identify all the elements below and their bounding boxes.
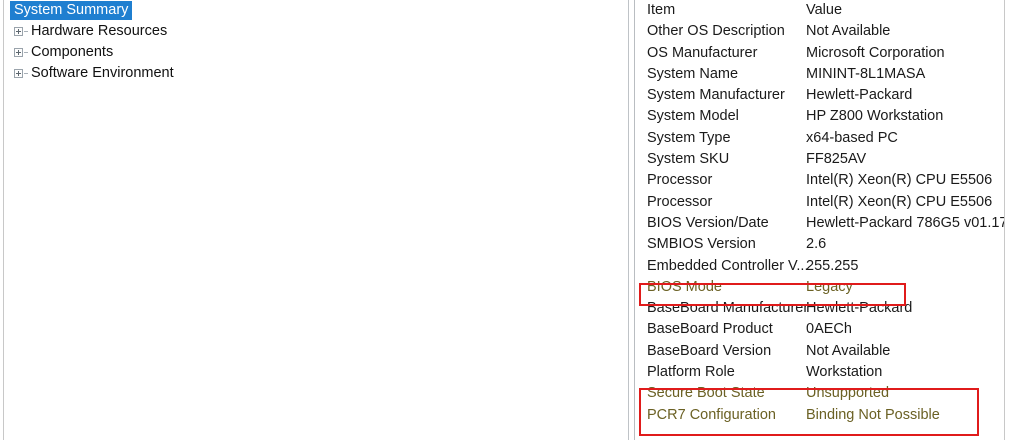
row-item-label: BaseBoard Manufacturer — [647, 300, 807, 317]
row-item-label: Platform Role — [647, 364, 735, 381]
row-item-value: Unsupported — [806, 385, 890, 402]
table-row-bios-mode[interactable]: BIOS Mode Legacy — [636, 277, 1004, 298]
table-row[interactable]: Embedded Controller V... 255.255 — [636, 256, 1004, 277]
column-header-value[interactable]: Value — [806, 2, 843, 18]
table-row[interactable]: System SKU FF825AV — [636, 149, 1004, 170]
row-item-value: x64-based PC — [806, 129, 898, 146]
row-item-value: Intel(R) Xeon(R) CPU E5506 — [806, 193, 993, 210]
row-item-label: BaseBoard Product — [647, 321, 773, 338]
row-item-label: System Model — [647, 108, 739, 125]
row-item-label: BaseBoard Version — [647, 342, 772, 359]
table-row-secure-boot-state[interactable]: Secure Boot State Unsupported — [636, 383, 1004, 404]
row-item-label: BIOS Mode — [647, 278, 722, 295]
column-header-item[interactable]: Item — [647, 2, 676, 18]
table-row[interactable]: BIOS Version/Date Hewlett-Packard 786G5 … — [636, 213, 1004, 234]
row-item-value: Not Available — [806, 342, 891, 359]
table-row[interactable]: System Type x64-based PC — [636, 128, 1004, 149]
table-row[interactable]: BaseBoard Manufacturer Hewlett-Packard — [636, 298, 1004, 319]
expand-plus-icon[interactable] — [14, 69, 23, 78]
row-item-label: SMBIOS Version — [647, 236, 756, 253]
table-row[interactable]: System Model HP Z800 Workstation — [636, 106, 1004, 127]
row-item-value: Microsoft Corporation — [806, 44, 945, 61]
row-item-label: OS Manufacturer — [647, 44, 758, 61]
row-item-value: Binding Not Possible — [806, 406, 940, 423]
table-row-pcr7-configuration[interactable]: PCR7 Configuration Binding Not Possible — [636, 405, 1004, 426]
tree-connector — [24, 73, 28, 74]
row-item-label: System Type — [647, 129, 731, 146]
table-row[interactable]: Processor Intel(R) Xeon(R) CPU E5506 — [636, 192, 1004, 213]
row-item-label: System Name — [647, 65, 739, 82]
expand-plus-icon[interactable] — [14, 27, 23, 36]
row-item-label: BIOS Version/Date — [647, 214, 769, 231]
row-item-value: Legacy — [806, 278, 853, 295]
row-item-label: PCR7 Configuration — [647, 406, 776, 423]
table-row[interactable]: OS Manufacturer Microsoft Corporation — [636, 43, 1004, 64]
tree-item-label: Components — [31, 44, 114, 60]
tree-item-components[interactable]: Components — [4, 42, 627, 63]
tree-item-label: Software Environment — [31, 65, 174, 81]
table-row[interactable]: System Manufacturer Hewlett-Packard — [636, 85, 1004, 106]
panel-splitter[interactable] — [628, 0, 629, 440]
tree-item-software-environment[interactable]: Software Environment — [4, 63, 627, 84]
expand-plus-icon[interactable] — [14, 48, 23, 57]
panel-splitter-edge — [634, 0, 635, 440]
row-item-value: Intel(R) Xeon(R) CPU E5506 — [806, 172, 993, 189]
row-item-value: Hewlett-Packard 786G5 v01.17, 8/ — [806, 214, 1004, 231]
tree-item-hardware-resources[interactable]: Hardware Resources — [4, 21, 627, 42]
table-row[interactable]: SMBIOS Version 2.6 — [636, 234, 1004, 255]
row-item-value: Not Available — [806, 23, 891, 40]
table-row[interactable]: Processor Intel(R) Xeon(R) CPU E5506 — [636, 170, 1004, 191]
row-item-value: 0AECh — [806, 321, 852, 338]
row-item-label: Other OS Description — [647, 23, 785, 40]
row-item-label: Processor — [647, 193, 713, 210]
row-item-label: Secure Boot State — [647, 385, 765, 402]
row-item-value: Hewlett-Packard — [806, 87, 913, 104]
tree-connector — [24, 52, 28, 53]
row-item-value: MININT-8L1MASA — [806, 65, 926, 82]
row-item-value: HP Z800 Workstation — [806, 108, 944, 125]
table-row[interactable]: Other OS Description Not Available — [636, 21, 1004, 42]
table-row[interactable]: System Name MININT-8L1MASA — [636, 64, 1004, 85]
row-item-label: System Manufacturer — [647, 87, 785, 104]
system-summary-detail-list: Item Value Other OS Description Not Avai… — [636, 0, 1005, 440]
tree-item-system-summary[interactable]: System Summary — [4, 0, 627, 21]
tree-item-label: Hardware Resources — [31, 23, 168, 39]
navigation-tree-panel: System Summary Hardware Resources Compon… — [3, 0, 627, 440]
row-item-value: Workstation — [806, 364, 883, 381]
row-item-value: FF825AV — [806, 151, 867, 168]
row-item-value: Hewlett-Packard — [806, 300, 913, 317]
row-item-value: 255.255 — [806, 257, 859, 274]
row-item-label: System SKU — [647, 151, 730, 168]
row-item-label: Processor — [647, 172, 713, 189]
row-item-label: Embedded Controller V... — [647, 257, 807, 274]
tree-connector — [24, 31, 28, 32]
tree-item-label: System Summary — [10, 1, 133, 20]
row-item-value: 2.6 — [806, 236, 827, 253]
table-row[interactable]: Platform Role Workstation — [636, 362, 1004, 383]
table-row[interactable]: BaseBoard Version Not Available — [636, 341, 1004, 362]
table-row[interactable]: BaseBoard Product 0AECh — [636, 319, 1004, 340]
detail-header-row: Item Value — [636, 0, 1004, 21]
